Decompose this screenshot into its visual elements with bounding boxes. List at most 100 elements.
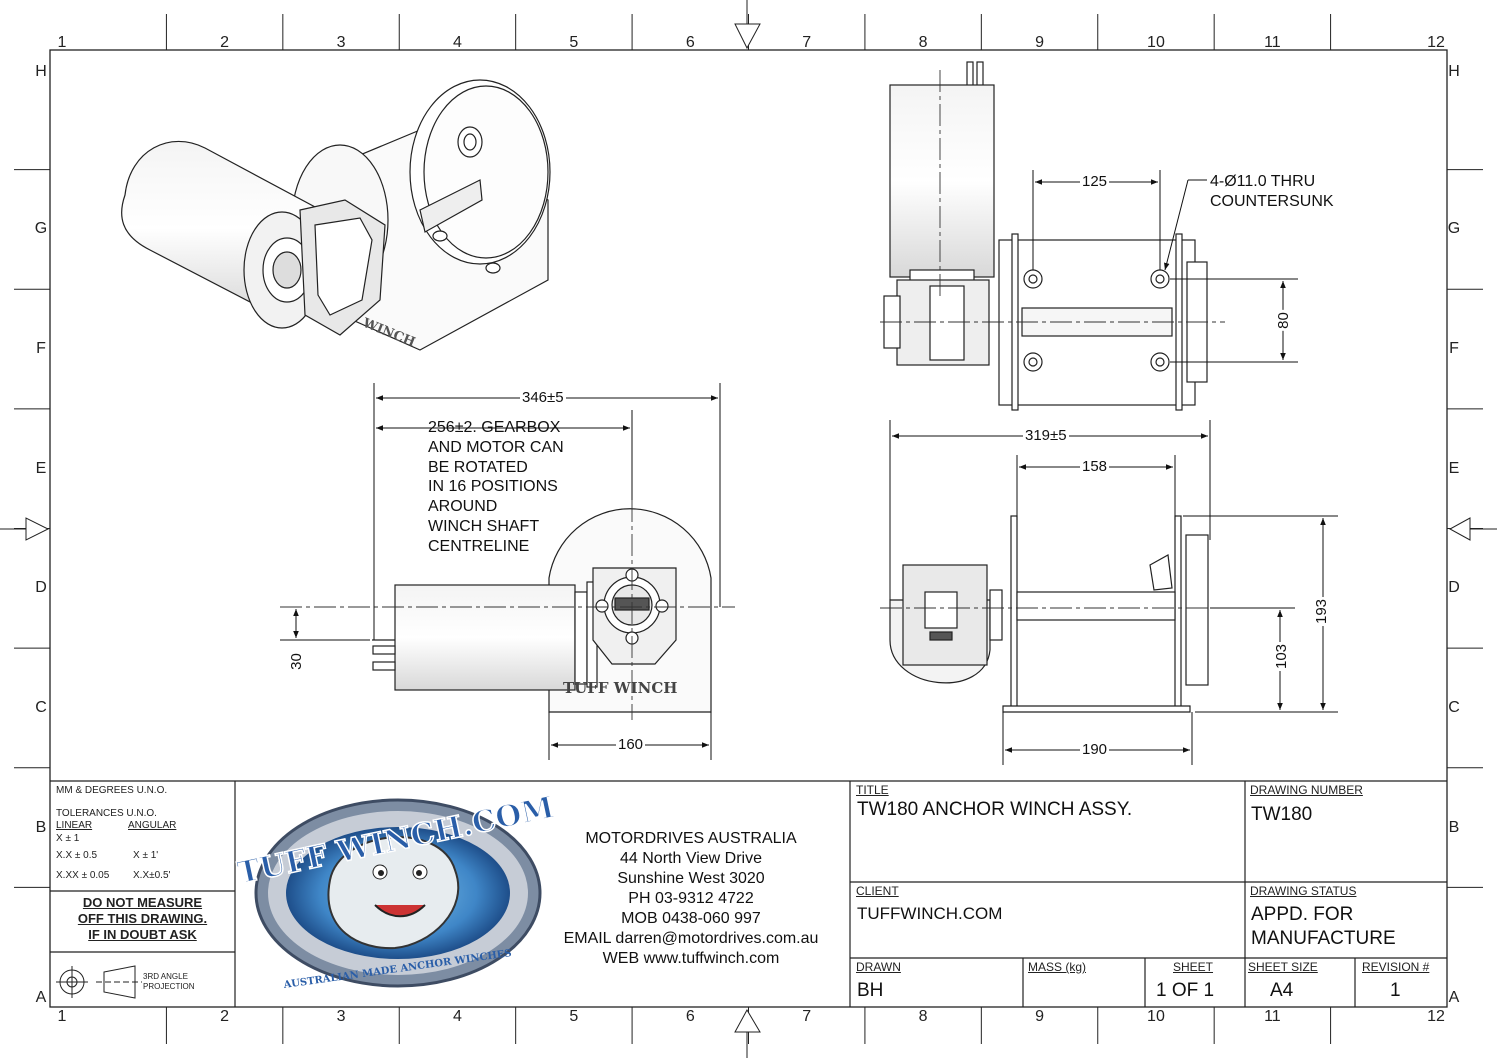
zone-col-label: 5: [569, 1008, 579, 1025]
zone-row-label: C: [1448, 698, 1460, 716]
zone-col-label: 12: [1427, 34, 1445, 51]
address-line: EMAIL darren@motordrives.com.au: [563, 930, 819, 947]
zone-row-label: D: [1448, 579, 1460, 597]
note-line: 256±2. GEARBOX: [428, 419, 561, 436]
sheet-size: A4: [1270, 980, 1294, 1001]
hole-note: 4-Ø11.0 THRU COUNTERSUNK: [1210, 172, 1334, 212]
dim-hole-spacing-y: 80: [1274, 310, 1292, 331]
zone-row-label: A: [1448, 989, 1460, 1006]
projection-line: 3RD ANGLE: [143, 972, 188, 981]
address-line: PH 03-9312 4722: [628, 890, 754, 907]
client-name: TUFFWINCH.COM: [857, 904, 1003, 923]
sheet-caption: SHEET: [1173, 960, 1214, 974]
zone-col-label: 5: [569, 34, 579, 51]
tol-row1-linear: X ± 1: [56, 833, 80, 844]
status-line: APPD. FOR: [1251, 904, 1354, 925]
note-line: AND MOTOR CAN: [428, 438, 564, 456]
zone-col-label: 11: [1264, 1008, 1281, 1025]
company-logo: TUFF WINCH.COM AUSTRALIAN MADE ANCHOR WI…: [234, 789, 558, 991]
linear-heading: LINEAR: [56, 820, 93, 831]
warning-line: OFF THIS DRAWING.: [77, 911, 208, 926]
measure-warning: DO NOT MEASURE OFF THIS DRAWING. IF IN D…: [50, 895, 235, 943]
tolerances-heading: TOLERANCES U.N.O.: [56, 808, 157, 819]
drawing-number: TW180: [1251, 804, 1313, 825]
zone-col-label: 7: [802, 34, 812, 51]
dim-drum-width: 158: [1080, 458, 1110, 475]
zone-col-label: 8: [918, 1008, 928, 1025]
zone-col-label: 10: [1147, 1008, 1165, 1025]
status-line: MANUFACTURE: [1251, 928, 1396, 949]
engraving-front: TUFF WINCH: [563, 679, 677, 697]
tol-row3-angular: X.X±0.5': [133, 870, 171, 881]
top-view: [883, 61, 1208, 411]
zone-row-label: E: [35, 459, 47, 477]
side-view: [889, 515, 1209, 713]
zone-col-label: 2: [220, 34, 230, 51]
zone-row-label: F: [36, 340, 46, 358]
warning-line: IF IN DOUBT ASK: [88, 927, 197, 942]
zone-row-label: C: [35, 698, 47, 716]
dim-base-width: 160: [616, 736, 646, 753]
zone-col-label: 4: [453, 1008, 462, 1025]
isometric-view: WINCH: [121, 79, 551, 351]
sheet-number: 1 OF 1: [1156, 980, 1215, 1001]
drawn-caption: DRAWN: [856, 960, 901, 974]
zone-row-label: H: [35, 63, 47, 80]
dim-motor-offset: 30: [287, 651, 305, 672]
title-caption: TITLE: [856, 783, 889, 797]
drawing-status-caption: DRAWING STATUS: [1250, 884, 1357, 898]
zone-col-label: 1: [57, 1008, 67, 1025]
zone-row-label: B: [1448, 818, 1460, 836]
zone-col-label: 4: [453, 34, 462, 51]
warning-line: DO NOT MEASURE: [82, 895, 203, 910]
client-caption: CLIENT: [856, 884, 899, 898]
dim-hole-spacing-x: 125: [1080, 173, 1110, 190]
projection-line: PROJECTION: [143, 982, 195, 991]
zone-col-label: 12: [1427, 1008, 1445, 1025]
gearbox-note: 256±2. GEARBOX AND MOTOR CAN BE ROTATED …: [428, 418, 564, 557]
angular-heading: ANGULAR: [128, 820, 177, 831]
note-line: COUNTERSUNK: [1210, 192, 1334, 210]
dim-base-length: 190: [1080, 741, 1110, 758]
tol-row3-linear: X.XX ± 0.05: [56, 870, 110, 881]
address-line: Sunshine West 3020: [617, 870, 765, 887]
zone-col-label: 3: [336, 1008, 346, 1025]
projection-symbol: [56, 965, 142, 999]
address-line: 44 North View Drive: [620, 850, 762, 867]
sheet-size-caption: SHEET SIZE: [1248, 960, 1318, 974]
address-line: MOB 0438-060 997: [621, 910, 761, 927]
dim-overall-height: 193: [1313, 596, 1331, 627]
company-address: MOTORDRIVES AUSTRALIA 44 North View Driv…: [548, 829, 834, 969]
zone-col-label: 7: [802, 1008, 812, 1025]
dim-overall-width: 319±5: [1023, 427, 1069, 444]
note-line: IN 16 POSITIONS: [428, 478, 558, 496]
drawing-status: APPD. FOR MANUFACTURE: [1251, 903, 1396, 951]
tol-row2-angular: X ± 1': [133, 850, 159, 861]
address-line: WEB www.tuffwinch.com: [602, 950, 780, 967]
centerlines: [280, 70, 1225, 720]
units-heading: MM & DEGREES U.N.O.: [56, 785, 168, 796]
zone-col-label: 11: [1264, 34, 1281, 51]
mass-caption: MASS (kg): [1028, 960, 1087, 974]
zone-col-label: 9: [1035, 1008, 1044, 1025]
zone-row-label: A: [35, 989, 47, 1006]
note-line: BE ROTATED: [428, 458, 528, 476]
zone-col-label: 8: [918, 34, 928, 51]
zone-col-label: 9: [1035, 34, 1044, 51]
note-line: WINCH SHAFT: [428, 517, 540, 535]
zone-col-label: 6: [685, 1008, 695, 1025]
projection-label: 3RD ANGLE PROJECTION: [143, 972, 195, 992]
zone-row-label: H: [1448, 63, 1460, 80]
address-line: MOTORDRIVES AUSTRALIA: [585, 830, 797, 847]
drawn-by: BH: [857, 980, 884, 1001]
zone-row-label: B: [35, 818, 47, 836]
zone-col-label: 1: [57, 34, 67, 51]
zone-col-label: 10: [1147, 34, 1165, 51]
zone-row-label: D: [35, 579, 47, 597]
title-block-grid: [50, 780, 1447, 1007]
drawing-title: TW180 ANCHOR WINCH ASSY.: [857, 799, 1133, 820]
note-line: AROUND: [428, 498, 498, 516]
note-line: CENTRELINE: [428, 537, 530, 555]
